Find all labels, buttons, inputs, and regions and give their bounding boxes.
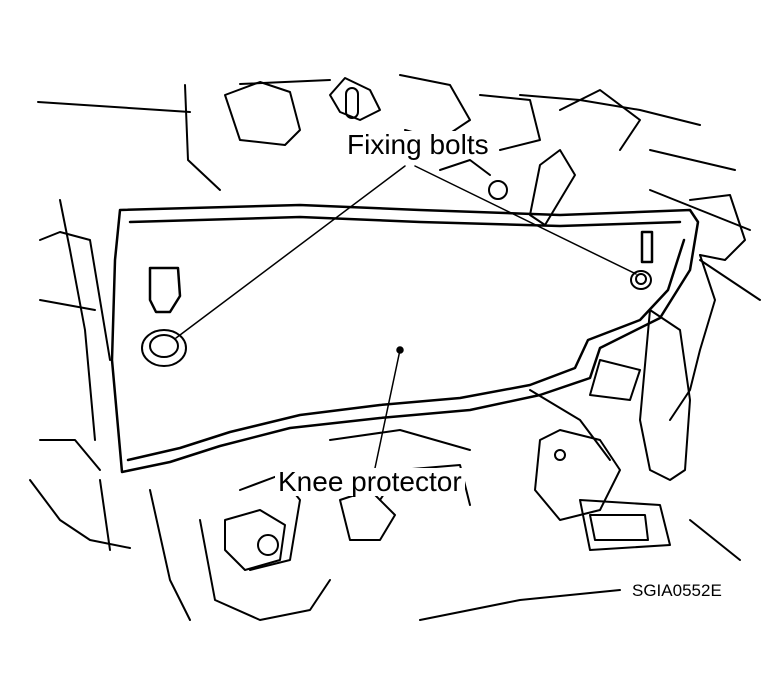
right-bracket	[529, 194, 746, 551]
fixing-bolt-right	[630, 270, 652, 290]
fixing-bolts-label: Fixing bolts	[344, 131, 492, 159]
figure-code: SGIA0552E	[632, 581, 722, 600]
knee-protector-panel	[110, 203, 700, 474]
callout-leaders	[175, 165, 637, 469]
steering-column-lower	[99, 429, 471, 621]
dashboard-structure	[29, 79, 761, 621]
fixing-bolt-left	[141, 329, 187, 367]
knee-protector-label: Knee protector	[275, 468, 465, 496]
